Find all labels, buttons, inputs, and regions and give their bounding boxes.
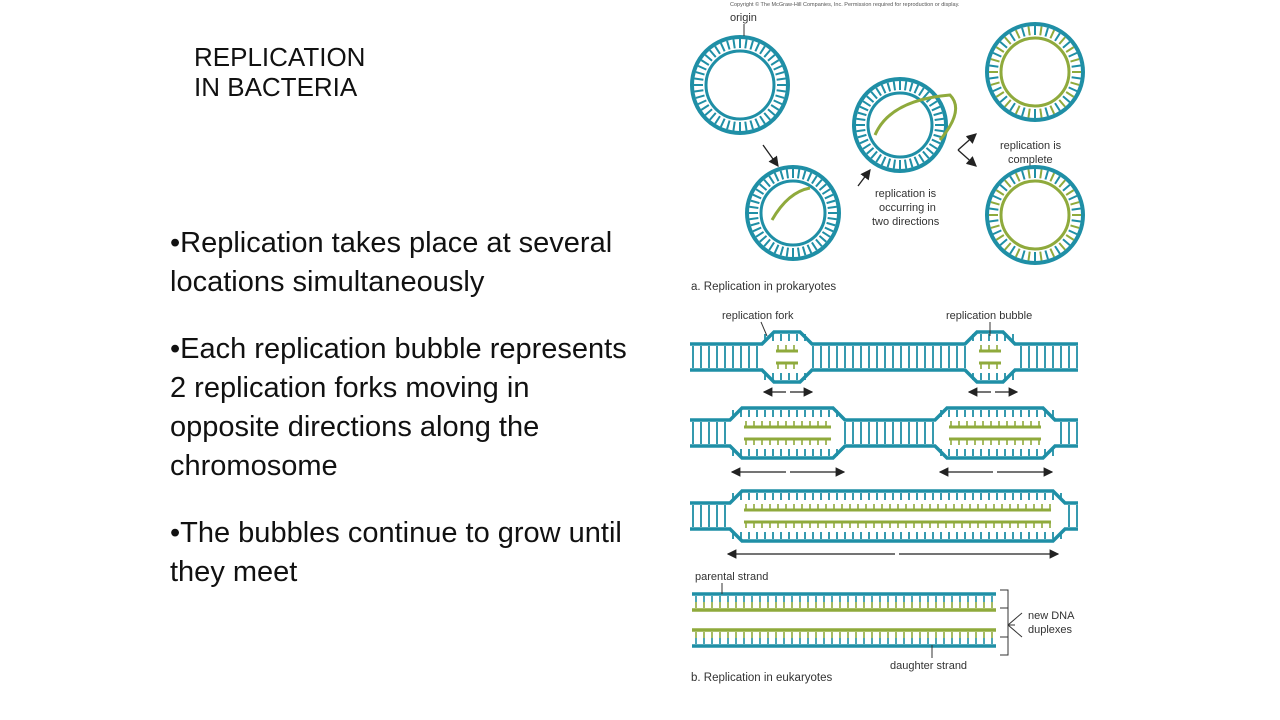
complete-label: replication is [1000, 140, 1062, 152]
copyright-note: Copyright © The McGraw-Hill Companies, I… [730, 1, 960, 8]
bullet-item: •Each replication bubble represents 2 re… [170, 333, 627, 482]
circular-dna [745, 165, 841, 261]
title-line-1: REPLICATION [194, 42, 366, 72]
two-directions-label: two directions [872, 216, 940, 228]
duplex-pointer [1007, 612, 1023, 626]
parental-strand-label: parental strand [695, 571, 768, 583]
origin-label: origin [730, 12, 757, 24]
circular-dna [985, 165, 1085, 265]
circular-chromosomes [690, 22, 1085, 265]
duplex-bracket [1000, 589, 1015, 656]
replication-fork-label: replication fork [722, 310, 794, 322]
new-dna-label: new DNA [1028, 610, 1075, 622]
dna-replication-figure: Copyright © The McGraw-Hill Companies, I… [690, 1, 1085, 684]
process-arrow [957, 149, 977, 167]
process-arrow [957, 133, 977, 151]
bullet-list: •Replication takes place at several loca… [170, 224, 640, 620]
two-directions-label: replication is [875, 188, 937, 200]
daughter-strand-label: daughter strand [890, 660, 967, 672]
process-arrow [762, 144, 779, 168]
bullet-item: •Replication takes place at several loca… [170, 227, 613, 298]
complete-label: complete [1008, 154, 1053, 166]
two-directions-label: occurring in [879, 202, 936, 214]
dna-duplex [692, 628, 996, 648]
circular-dna [985, 22, 1085, 122]
bullet-item: •The bubbles continue to grow until they… [170, 517, 622, 588]
caption-prokaryotes: a. Replication in prokaryotes [691, 281, 836, 293]
linear-dna [690, 330, 1078, 384]
fork-pointer [760, 321, 768, 337]
dna-duplex [692, 592, 996, 612]
title-line-2: IN BACTERIA [194, 72, 358, 102]
caption-eukaryotes: b. Replication in eukaryotes [691, 672, 833, 684]
linear-chromosomes [690, 330, 1078, 648]
duplex-pointer [1007, 624, 1023, 638]
new-dna-label: duplexes [1028, 624, 1073, 636]
slide-title: REPLICATION IN BACTERIA [194, 42, 365, 102]
linear-dna [690, 489, 1078, 543]
process-arrow [857, 168, 871, 187]
circular-dna [690, 35, 790, 135]
replication-bubble-label: replication bubble [946, 310, 1032, 322]
linear-dna [690, 406, 1078, 460]
circular-dna [852, 77, 948, 173]
direction-arrows [726, 387, 1060, 559]
